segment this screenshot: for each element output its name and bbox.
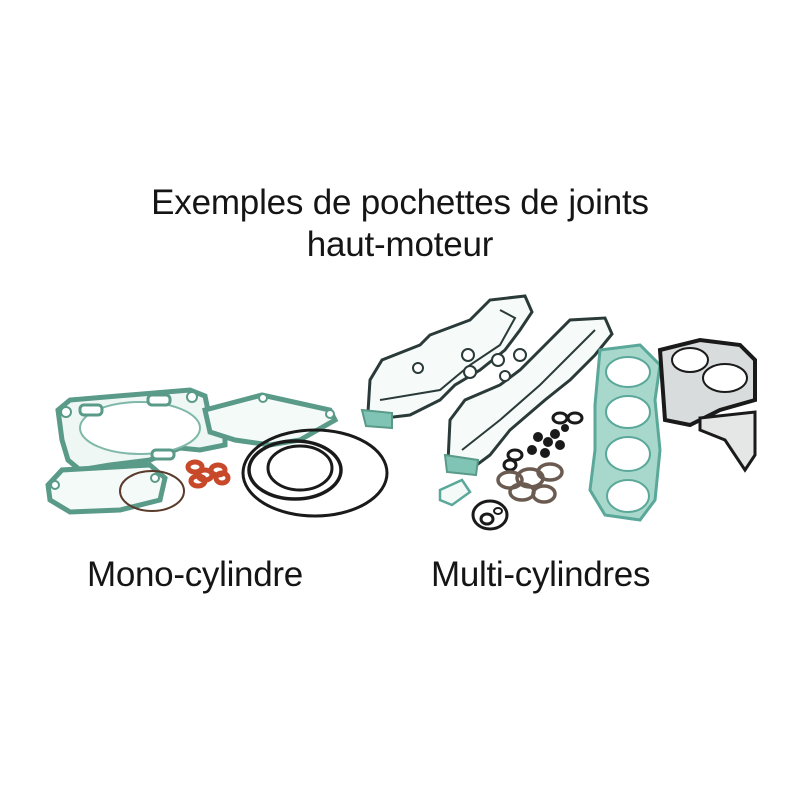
multi-base-gasket [588, 343, 662, 522]
title-line-2: haut-moteur [306, 225, 494, 264]
small-flange-gasket [438, 478, 472, 507]
thin-oring [119, 470, 185, 512]
head-gasket [45, 462, 168, 515]
caption-mono-cylindre: Mono-cylindre [87, 555, 303, 594]
caption-multi-cylindres: Multi-cylindres [431, 555, 651, 594]
brown-orings [496, 462, 564, 504]
title-line-1: Exemples de pochettes de joints [151, 183, 649, 222]
mono-cylinder-kit [45, 387, 389, 518]
red-orings [185, 459, 231, 489]
multi-cylinder-kit [360, 294, 757, 531]
valve-seals [527, 424, 569, 458]
side-gasket [202, 392, 339, 448]
small-black-orings [471, 499, 509, 531]
valve-cover-gasket-1 [366, 294, 534, 420]
black-orings [241, 428, 389, 518]
